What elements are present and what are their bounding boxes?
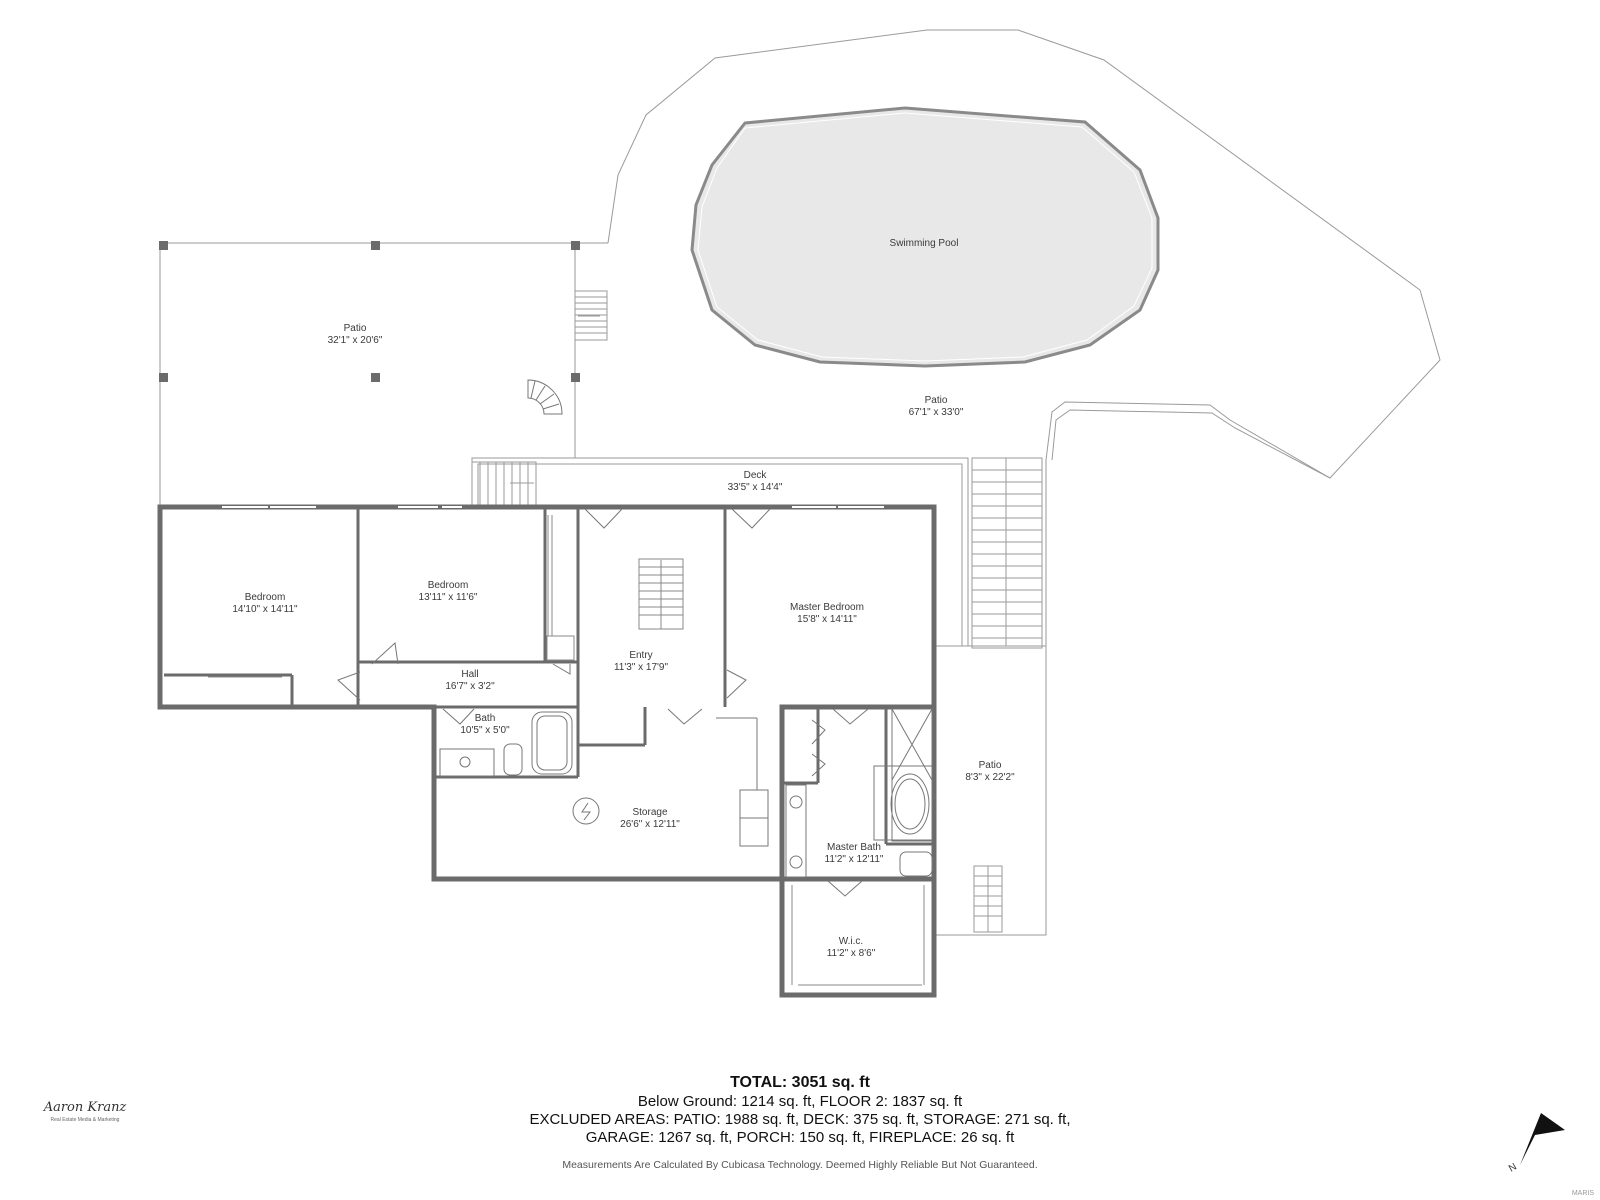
room-name: Deck bbox=[744, 470, 768, 481]
room-labels: Patio 32'1" x 20'6" Swimming Pool Patio … bbox=[232, 238, 1015, 959]
closets bbox=[208, 515, 925, 986]
room-name: Bedroom bbox=[245, 592, 286, 603]
excluded-areas-line-2: GARAGE: 1267 sq. ft, PORCH: 150 sq. ft, … bbox=[585, 1129, 1015, 1146]
room-size: 67'1" x 33'0" bbox=[909, 407, 964, 418]
room-size: 33'5" x 14'4" bbox=[728, 482, 783, 493]
room-size: 8'3" x 22'2" bbox=[965, 772, 1015, 783]
spiral-stair bbox=[527, 379, 563, 415]
brand-logo: Aaron Kranz Real Estate Media & Marketin… bbox=[40, 1100, 130, 1123]
room-name: Patio bbox=[925, 395, 948, 406]
room-name: Master Bath bbox=[827, 842, 881, 853]
doors bbox=[337, 508, 869, 897]
room-name: Bath bbox=[475, 713, 496, 724]
room-size: 14'10" x 14'11" bbox=[232, 604, 298, 615]
room-name: Hall bbox=[461, 669, 478, 680]
side-patio bbox=[936, 645, 1046, 933]
deck-stairs bbox=[971, 457, 1043, 649]
room-size: 11'2" x 8'6" bbox=[827, 948, 876, 959]
room-name: Bedroom bbox=[428, 580, 469, 591]
room-name: Swimming Pool bbox=[890, 238, 959, 249]
bath-fixtures bbox=[439, 708, 933, 878]
total-area: TOTAL: 3051 sq. ft bbox=[730, 1074, 870, 1091]
room-name: Master Bedroom bbox=[790, 602, 864, 613]
upper-patio bbox=[159, 242, 608, 505]
floor-breakdown: Below Ground: 1214 sq. ft, FLOOR 2: 1837… bbox=[637, 1093, 963, 1110]
room-size: 11'2" x 12'11" bbox=[825, 854, 884, 865]
room-size: 10'5" x 5'0" bbox=[460, 725, 510, 736]
interior-walls bbox=[164, 507, 934, 879]
swimming-pool bbox=[690, 106, 1160, 368]
pool-patio-outline bbox=[607, 29, 1441, 936]
north-arrow-icon bbox=[1520, 1113, 1565, 1165]
brand-tagline: Real Estate Media & Marketing bbox=[50, 1117, 120, 1123]
excluded-areas-line-1: EXCLUDED AREAS: PATIO: 1988 sq. ft, DECK… bbox=[529, 1111, 1071, 1128]
disclaimer: Measurements Are Calculated By Cubicasa … bbox=[562, 1159, 1038, 1171]
room-size: 32'1" x 20'6" bbox=[328, 335, 383, 346]
watermark: MARIS bbox=[1571, 1190, 1594, 1197]
brand-name: Aaron Kranz bbox=[43, 1100, 127, 1115]
patio-stairs bbox=[574, 290, 608, 341]
compass-label: N bbox=[1507, 1161, 1519, 1174]
storage-appliances bbox=[572, 717, 769, 847]
room-name: Patio bbox=[979, 760, 1002, 771]
room-name: Patio bbox=[344, 323, 367, 334]
room-size: 13'11" x 11'6" bbox=[419, 592, 478, 603]
room-size: 16'7" x 3'2" bbox=[445, 681, 495, 692]
entry-stairs bbox=[638, 558, 684, 630]
patio-posts bbox=[159, 241, 580, 382]
room-name: Entry bbox=[629, 650, 652, 661]
room-size: 26'6" x 12'11" bbox=[620, 819, 680, 830]
room-name: Storage bbox=[632, 807, 667, 818]
room-name: W.i.c. bbox=[839, 936, 863, 947]
room-size: 15'8" x 14'11" bbox=[797, 614, 857, 625]
room-size: 11'3" x 17'9" bbox=[614, 662, 669, 673]
